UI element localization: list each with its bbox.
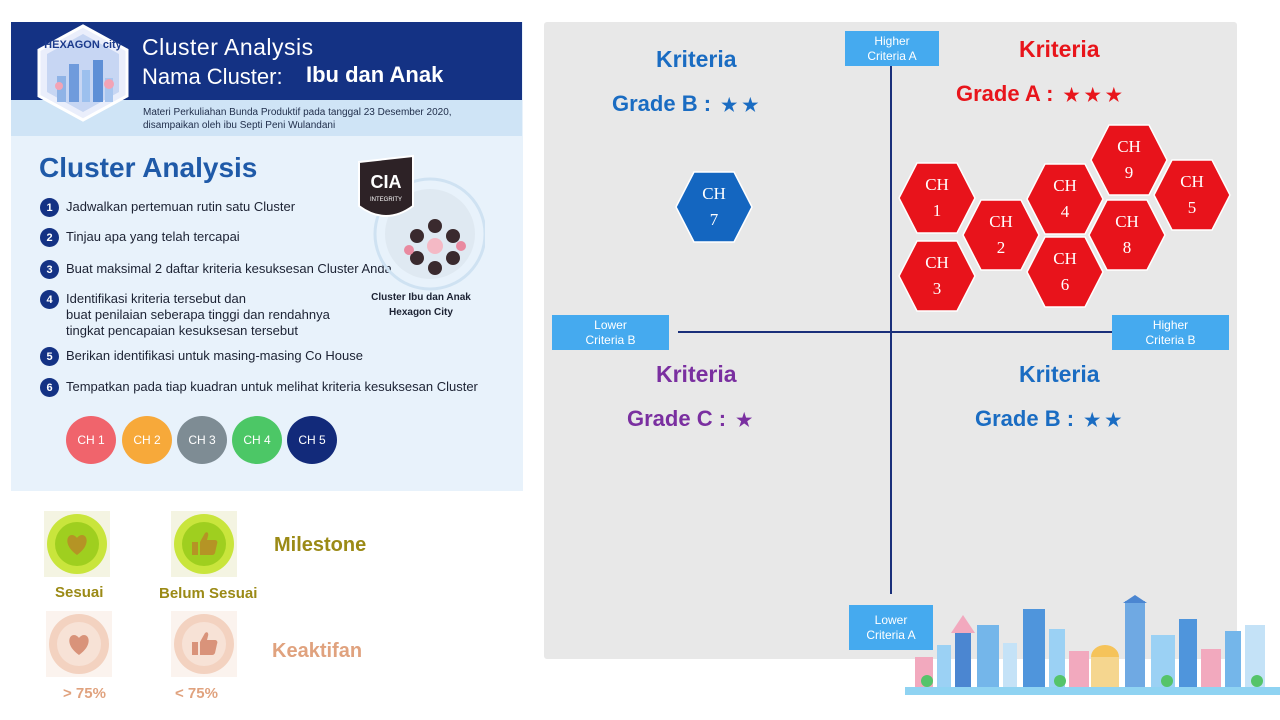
axis-higher-criteria-a: Higher Criteria A [845,31,939,66]
nama-cluster-value: Ibu dan Anak [306,62,444,87]
bottom-right-grade: Grade B : ★ ★ [975,406,1121,432]
step-text: Identifikasi kriteria tersebut dan buat … [66,291,330,338]
city-skyline-illustration [905,595,1280,695]
hexagon-label: CH 1 [925,175,949,220]
step-text: Buat maksimal 2 daftar kriteria kesukses… [66,261,392,276]
cia-badge-subtext: INTEGRITY [370,197,402,203]
top-right-kriteria: Kriteria [1019,36,1100,62]
star-icon: ★ [736,410,753,430]
grade-label: Grade B : [612,91,712,116]
step-6: 6 Tempatkan pada tiap kuadran untuk meli… [40,378,478,397]
step-5: 5 Berikan identifikasi untuk masing-masi… [40,347,363,366]
below-75-label: < 75% [175,685,218,702]
top-left-grade: Grade B : ★ ★ [612,91,758,117]
step-text: Tempatkan pada tiap kuadran untuk meliha… [66,379,478,394]
cluster-analysis-heading: Cluster Analysis [39,152,258,183]
step-number: 4 [40,290,59,309]
materi-note: Materi Perkuliahan Bunda Produktif pada … [143,107,452,131]
step-number: 6 [40,378,59,397]
keaktifan-thumbs-up-icon [171,611,237,677]
hexagon-label: CH 7 [702,184,726,229]
top-right-grade: Grade A : ★ ★ ★ [956,81,1122,107]
step-2: 2 Tinjau apa yang telah tercapai [40,228,240,247]
step-text: Jadwalkan pertemuan rutin satu Cluster [66,199,296,214]
hexagon-label: CH 3 [925,253,949,298]
star-icon: ★ ★ [721,95,759,115]
grade-label: Grade A : [956,81,1054,106]
hexagon-label: CH 8 [1115,212,1139,257]
cia-caption: Cluster Ibu dan Anak Hexagon City [371,292,471,318]
step-number: 1 [40,198,59,217]
milestone-title: Milestone [274,534,367,556]
grade-label: Grade C : [627,406,727,431]
sesuai-label: Sesuai [55,584,104,601]
star-icon: ★ ★ ★ [1063,85,1122,105]
hexagon-ch2: CH 2 [962,199,1040,271]
keaktifan-title: Keaktifan [272,640,363,662]
step-number: 2 [40,228,59,247]
step-4: 4 Identifikasi kriteria tersebut dan bua… [40,290,330,339]
bottom-left-kriteria: Kriteria [656,361,737,387]
ch-circle-3: CH 3 [177,416,227,464]
hexagon-ch9: CH 9 [1090,124,1168,196]
ch-circle-4: CH 4 [232,416,282,464]
hexagon-label: CH 2 [989,212,1013,257]
cia-badge-text: CIA [371,172,402,192]
hexagon-ch6: CH 6 [1026,236,1104,308]
hexagon-label: CH 4 [1053,176,1077,221]
bottom-right-kriteria: Kriteria [1019,361,1100,387]
hexagon-city-logo: HEXAGON city [37,24,129,122]
cia-integrity-badge: CIA INTEGRITY [358,154,485,291]
hexagon-label: CH 9 [1117,137,1141,182]
step-text: Berikan identifikasi untuk masing-masing… [66,348,363,363]
step-3: 3 Buat maksimal 2 daftar kriteria kesuks… [40,260,392,279]
nama-cluster-label: Nama Cluster: [142,64,283,89]
step-text: Tinjau apa yang telah tercapai [66,229,240,244]
ch-circle-1: CH 1 [66,416,116,464]
hexagon-ch7: CH 7 [675,171,753,243]
hexagon-ch8: CH 8 [1088,199,1166,271]
belum-sesuai-label: Belum Sesuai [159,585,258,602]
ch-circle-5: CH 5 [287,416,337,464]
milestone-thumbs-up-icon [171,511,237,577]
axis-lower-criteria-b: Lower Criteria B [552,315,669,350]
hexagon-ch5: CH 5 [1153,159,1231,231]
axis-lower-criteria-a: Lower Criteria A [849,605,933,650]
milestone-heart-icon [44,511,110,577]
hexagon-label: CH 6 [1053,249,1077,294]
hexagon-ch4: CH 4 [1026,163,1104,235]
hexagon-label: CH 5 [1180,172,1204,217]
step-1: 1 Jadwalkan pertemuan rutin satu Cluster [40,198,295,217]
hexagon-ch3: CH 3 [898,240,976,312]
ch-circle-2: CH 2 [122,416,172,464]
logo-text: HEXAGON city [44,39,123,51]
step-number: 3 [40,260,59,279]
grade-label: Grade B : [975,406,1075,431]
cluster-analysis-panel: HEXAGON city Cluster Analysis Nama Clust… [11,22,523,491]
star-icon: ★ ★ [1084,410,1122,430]
step-number: 5 [40,347,59,366]
top-left-kriteria: Kriteria [656,46,737,72]
keaktifan-heart-icon [46,611,112,677]
hexagon-ch1: CH 1 [898,162,976,234]
above-75-label: > 75% [63,685,106,702]
header-title: Cluster Analysis [142,34,314,60]
axis-higher-criteria-b: Higher Criteria B [1112,315,1229,350]
bottom-left-grade: Grade C : ★ [627,406,752,432]
